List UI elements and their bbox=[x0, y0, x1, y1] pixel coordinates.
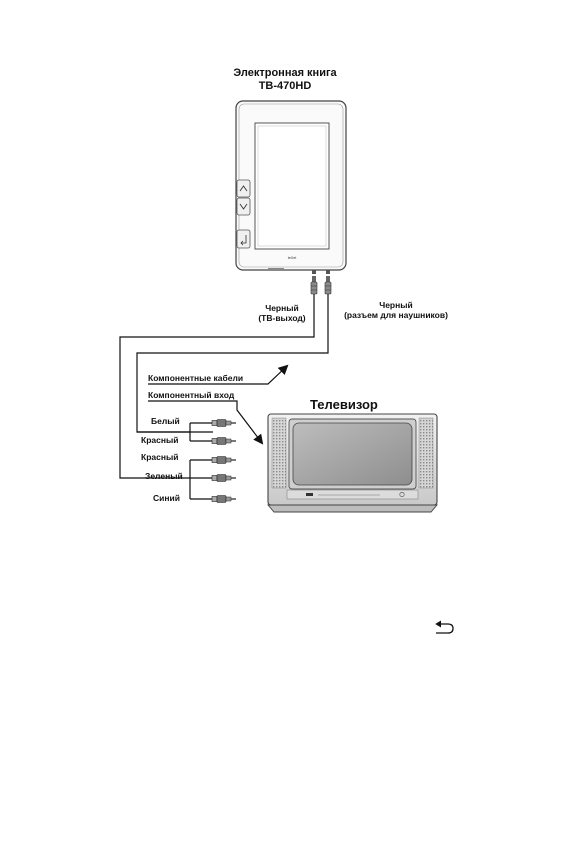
device-title: Электронная книга TB-470HD bbox=[215, 67, 355, 93]
cable-tv-out bbox=[119, 294, 315, 479]
return-arrow-icon bbox=[435, 620, 454, 634]
page-up-button bbox=[236, 179, 251, 198]
label-plug-white: Белый bbox=[151, 416, 180, 426]
rca-plug-red-2 bbox=[211, 456, 236, 464]
rca-plug-red-1 bbox=[211, 437, 236, 445]
plug-tv-out bbox=[310, 276, 318, 295]
label-plug-red-2: Красный bbox=[141, 452, 179, 462]
plug-headphone bbox=[324, 276, 332, 295]
cables bbox=[119, 294, 329, 500]
ebook-device: teXet bbox=[235, 100, 347, 274]
tv-speaker-right bbox=[418, 417, 434, 489]
label-component-input: Компонентный вход bbox=[148, 390, 235, 400]
rca-plug-green bbox=[211, 474, 236, 482]
tv-stand bbox=[267, 504, 438, 513]
cable-headphone bbox=[136, 294, 329, 433]
pointer-component-input bbox=[148, 400, 264, 445]
label-black-tv-out: Черный (ТВ-выход) bbox=[250, 303, 314, 323]
label-plug-red-1: Красный bbox=[141, 435, 179, 445]
back-button bbox=[236, 229, 251, 249]
device-brand: teXet bbox=[288, 256, 296, 260]
label-black-headphone-line2: (разъем для наушников) bbox=[344, 310, 448, 320]
television bbox=[267, 413, 438, 513]
device-title-line2: TB-470HD bbox=[258, 80, 312, 92]
label-black-tv-out-line2: (ТВ-выход) bbox=[258, 313, 306, 323]
rca-plugs bbox=[211, 419, 236, 503]
label-component-cables: Компонентные кабели bbox=[148, 373, 244, 383]
label-plug-blue: Синий bbox=[153, 493, 180, 503]
rca-plug-blue bbox=[211, 495, 236, 503]
label-black-tv-out-line1: Черный bbox=[265, 303, 299, 313]
label-plug-green: Зеленый bbox=[145, 471, 183, 481]
page-down-button bbox=[236, 197, 251, 216]
tv-screen bbox=[292, 422, 413, 486]
pointer-component-cables bbox=[148, 364, 289, 385]
label-black-headphone: Черный (разъем для наушников) bbox=[332, 300, 460, 320]
rca-plug-white bbox=[211, 419, 236, 427]
tv-title: Телевизор bbox=[310, 397, 378, 412]
tv-speaker-left bbox=[271, 417, 287, 489]
device-title-line1: Электронная книга bbox=[233, 67, 337, 79]
label-black-headphone-line1: Черный bbox=[379, 300, 413, 310]
